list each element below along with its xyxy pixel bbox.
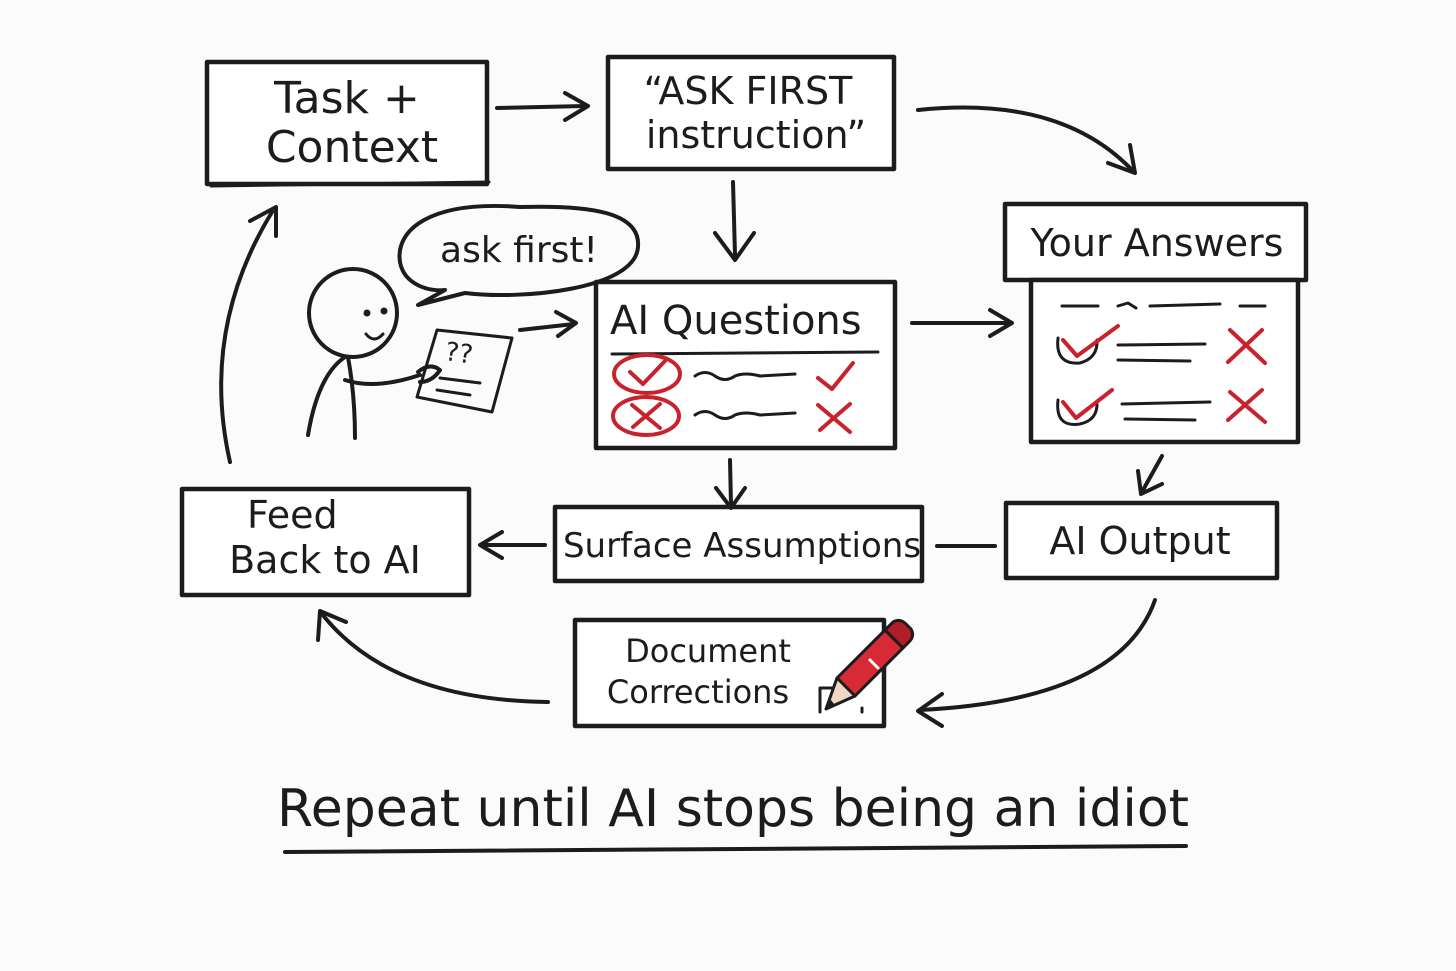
ai-output-label: AI Output [1049,519,1230,563]
arrow-figure-to-ai-questions [518,310,578,338]
ai-questions-cross-icon [816,402,852,434]
node-feed-back-to-ai: Feed Back to AI [179,486,472,598]
ask-first-line1: “ASK FIRST [644,69,853,113]
stick-figure-icon [306,267,422,440]
node-your-answers: Your Answers [1002,201,1309,445]
arrow-feed-back-to-task [219,205,278,464]
ai-questions-checkmark-icon [816,361,855,391]
answers-check-2-icon [1056,388,1114,426]
ai-questions-label: AI Questions [610,298,862,344]
arrow-answers-to-output [1136,454,1164,496]
your-answers-label: Your Answers [1030,221,1284,265]
speech-bubble-text: ask first! [440,230,598,271]
arrow-document-to-feed-back [316,609,550,704]
document-corrections-line1: Document [625,632,791,670]
arrow-ask-first-to-your-answers [916,105,1137,175]
node-document-corrections: Document Corrections [572,617,887,729]
document-corrections-line2: Corrections [607,673,789,711]
arrow-task-to-ask-first [495,91,590,122]
answers-cross-2-icon [1226,388,1267,424]
arrow-ai-questions-to-answers [910,308,1014,338]
surface-assumptions-label: Surface Assumptions [563,526,921,566]
arrow-ask-first-to-ai-questions [713,180,756,262]
feed-back-line2: Back to AI [229,538,421,582]
answers-cross-1-icon [1226,328,1267,365]
speech-bubble: ask first! [397,204,641,307]
arrow-ai-questions-to-surface [714,458,747,510]
node-ai-output: AI Output [1003,500,1280,581]
node-ask-first-instruction: “ASK FIRST instruction” [605,54,897,172]
feed-back-line1: Feed [247,493,338,537]
paper-question-marks: ?? [443,337,475,371]
arrow-output-to-document [916,598,1157,728]
task-context-line1: Task + [273,73,420,124]
ask-first-line2: instruction” [646,113,866,157]
caption: Repeat until AI stops being an idiot [277,779,1189,854]
node-surface-assumptions: Surface Assumptions [552,504,925,584]
task-context-line2: Context [266,122,438,173]
node-task-context: Task + Context [204,59,491,188]
pen-icon [824,618,915,711]
node-ai-questions: AI Questions [593,279,898,451]
caption-text: Repeat until AI stops being an idiot [277,779,1189,839]
ai-questions-cross-circle-icon [611,395,681,437]
question-paper-icon: ?? [415,328,514,414]
answers-check-1-icon [1056,324,1120,365]
arrow-surface-to-feed-back [478,530,547,560]
ai-questions-check-circle-icon [612,353,682,395]
